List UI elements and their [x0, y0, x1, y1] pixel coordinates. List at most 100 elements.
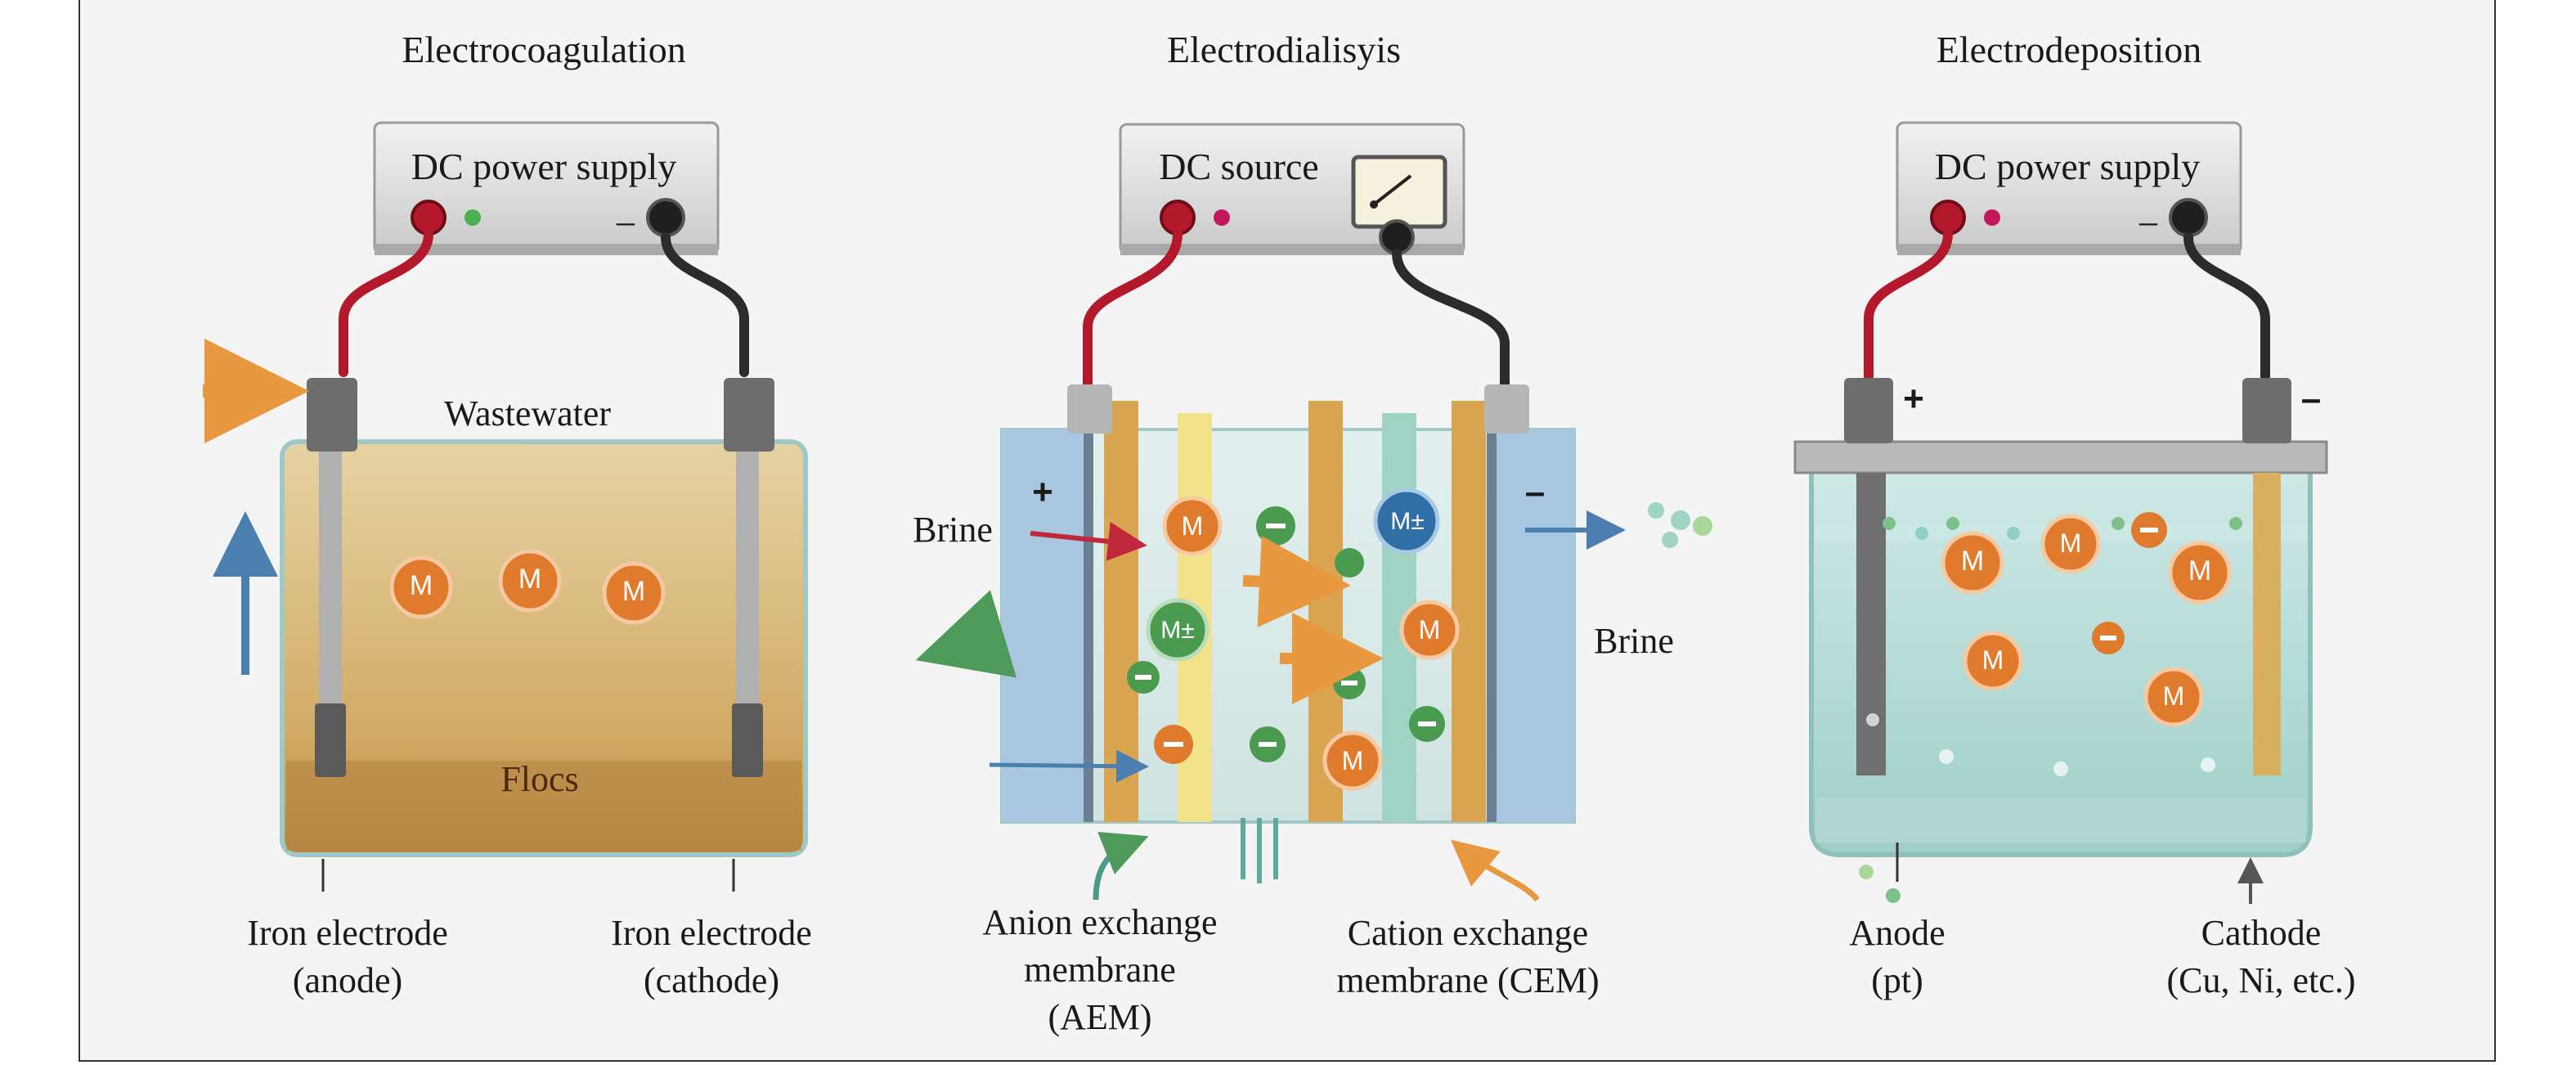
blue-inflow-arrow: [989, 749, 1149, 783]
red-wire-3: [1864, 229, 1953, 381]
aem-pointer-arrow: [1093, 832, 1149, 901]
panel-title-electrodeposition: Electrodeposition: [1936, 29, 2202, 70]
green-outflow-arrow: [915, 590, 1017, 678]
power-supply-label-1: DC power supply: [411, 146, 677, 187]
ion-label-2a: M: [1181, 511, 1204, 541]
ion-m-3b: [2040, 514, 2101, 574]
indicator-light-3: [1984, 209, 2000, 226]
cation-3f: [2131, 512, 2167, 548]
panel-electrodeposition: [1793, 121, 2328, 904]
metal-ion-1c: [602, 561, 666, 625]
anode-electrode: [1844, 378, 1893, 775]
cathode-label-3-line2: (Cu, Ni, etc.): [2166, 960, 2356, 1000]
ion-label-2c: M±: [1160, 617, 1195, 644]
aem-label-line3: (AEM): [1048, 997, 1152, 1037]
plus-sign-3: +: [1903, 379, 1924, 419]
power-supply-label-2: DC source: [1159, 146, 1319, 187]
brine-inflow-arrow: [1030, 522, 1147, 561]
cem-pointer-arrow: [1450, 839, 1540, 902]
cem-label-line2: membrane (CEM): [1336, 960, 1600, 1000]
cathode-label-line1: Iron electrode: [611, 913, 812, 953]
black-wire-1: [661, 232, 749, 377]
indicator-light-2: [1214, 209, 1230, 226]
anion-2d: [1409, 706, 1445, 742]
ion-label-2b: M±: [1390, 508, 1425, 535]
membrane-aem-3: [1452, 401, 1486, 822]
aem-label-line2: membrane: [1024, 950, 1176, 990]
aem-label-line1: Anion exchange: [982, 902, 1218, 942]
panel-electrocoagulation: [203, 121, 808, 892]
black-wire-2: [1392, 249, 1510, 398]
cation-3g: [2092, 622, 2125, 654]
ion-label-1b: M: [518, 564, 542, 595]
iron-electrode-cathode: [724, 378, 774, 777]
panel-title-electrocoagulation: Electrocoagulation: [402, 29, 686, 70]
minus-sign-3: –: [2139, 201, 2157, 241]
ion-m-charged-2b: [1146, 598, 1209, 662]
electrode-holder-bar: [1793, 440, 2328, 474]
anode-label-line2: (anode): [292, 960, 403, 1000]
minus-sign-2: –: [1524, 472, 1546, 512]
minus-sign-3b: –: [2300, 379, 2322, 419]
indicator-light-1: [464, 209, 481, 226]
negative-terminal-1: [646, 198, 685, 237]
cation-2e: [1154, 725, 1193, 764]
ion-m-2a: [1162, 496, 1223, 556]
ion-m-3d: [1963, 631, 2023, 691]
ion-label-3a: M: [1960, 546, 1985, 577]
bottom-outlet-arrows: [1241, 818, 1278, 883]
ion-label-3e: M: [2162, 681, 2185, 711]
red-wire-2: [1083, 229, 1183, 398]
anion-2a: [1256, 506, 1295, 546]
ion-label-1c: M: [622, 576, 646, 607]
ion-m-3e: [2143, 667, 2204, 727]
anion-2g: [1335, 548, 1364, 577]
brine-in-label: Brine: [913, 510, 993, 550]
ion-label-3d: M: [1981, 645, 2004, 675]
metal-ion-1b: [498, 549, 562, 613]
anode-label-line1: Iron electrode: [247, 913, 448, 953]
ion-m-2c: [1322, 730, 1383, 791]
panel-electrodialysis: [915, 123, 1712, 902]
iron-electrode-anode: [307, 378, 357, 777]
power-supply-label-3: DC power supply: [1934, 146, 2201, 187]
ion-label-2d: M: [1418, 615, 1441, 645]
anion-2f: [1250, 726, 1286, 762]
ion-m-3c: [2168, 541, 2232, 604]
minus-sign-1: –: [617, 201, 635, 241]
outflow-bubbles: [1648, 502, 1712, 548]
membrane-aem-1: [1104, 401, 1138, 822]
cem-label-line1: Cation exchange: [1347, 913, 1589, 953]
plus-sign-2: +: [1032, 472, 1053, 512]
metal-ion-1a: [389, 555, 453, 619]
negative-terminal-3: [2169, 198, 2208, 237]
flocs-label: Flocs: [500, 759, 579, 799]
tank-1: [280, 439, 808, 857]
panel-title-electrodialysis: Electrodialisyis: [1166, 29, 1402, 70]
cathode-label-3-line1: Cathode: [2201, 913, 2322, 953]
cathode-electrode: [2242, 378, 2291, 775]
ion-m-charged-2a: [1373, 488, 1440, 555]
ion-m-2b: [1399, 600, 1460, 660]
black-wire-3: [2183, 232, 2270, 381]
anion-2c: [1333, 667, 1366, 699]
wastewater-label: Wastewater: [443, 393, 612, 434]
bubbles-3: [1866, 517, 2242, 776]
anode-label-3-line2: (pt): [1871, 960, 1923, 1000]
migration-arrow-1: [1242, 535, 1351, 627]
dc-power-supply-1: [373, 121, 720, 255]
cathode-label-line2: (cathode): [643, 960, 780, 1000]
ion-label-3b: M: [2059, 528, 2082, 558]
falling-bubbles: [1859, 865, 1901, 903]
ion-label-2e: M: [1341, 746, 1364, 775]
ion-m-3a: [1941, 531, 2004, 595]
red-wire-1: [339, 229, 433, 377]
ion-label-3c: M: [2188, 555, 2212, 586]
anode-label-3-line1: Anode: [1849, 913, 1945, 953]
analog-meter: [1351, 155, 1447, 229]
anion-2b: [1127, 661, 1160, 694]
ion-label-1a: M: [409, 570, 433, 601]
brine-out-label: Brine: [1594, 621, 1674, 661]
